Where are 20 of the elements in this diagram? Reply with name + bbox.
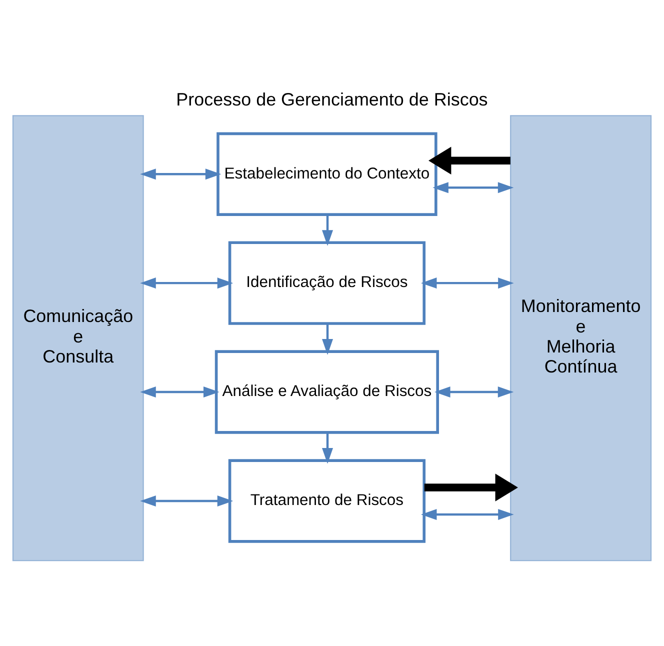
- node-box: Tratamento de Riscos: [228, 458, 426, 542]
- node-box: Identificação de Riscos: [228, 240, 426, 324]
- arrow: [424, 473, 518, 501]
- arrow: [434, 386, 514, 398]
- arrow: [140, 386, 220, 398]
- arrow: [322, 214, 334, 246]
- diagram-title: Processo de Gerenciamento de Riscos: [176, 88, 488, 109]
- arrow: [140, 494, 234, 506]
- arrow: [428, 146, 510, 174]
- arrow: [322, 432, 334, 464]
- arrow: [140, 168, 222, 180]
- node-box: Monitoramento e Melhoria Contínua: [510, 114, 652, 561]
- arrow: [420, 277, 514, 288]
- node-box: Análise e Avaliação de Riscos: [214, 350, 439, 434]
- arrow: [322, 323, 334, 354]
- arrow: [432, 182, 514, 193]
- node-box: Estabelecimento do Contexto: [216, 132, 438, 216]
- node-box: Comunicação e Consulta: [12, 114, 144, 561]
- arrow: [420, 508, 514, 520]
- arrow: [140, 277, 234, 288]
